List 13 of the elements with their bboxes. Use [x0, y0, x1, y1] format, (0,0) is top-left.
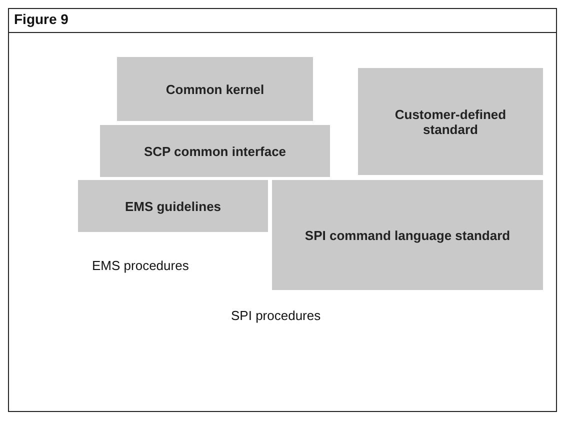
- layer-block: [117, 57, 313, 121]
- region-label: SPI procedures: [231, 308, 321, 323]
- block-label: Customer-defined standard: [394, 106, 508, 136]
- block-label: SCP common interface: [144, 144, 286, 158]
- block-label: Common kernel: [166, 82, 264, 96]
- region-label: EMS procedures: [92, 258, 189, 273]
- layer-block: [100, 125, 330, 177]
- block-label: EMS guidelines: [124, 198, 222, 214]
- figure-title: Figure 9: [14, 11, 68, 27]
- layer-block: [358, 68, 543, 175]
- layer-block: [78, 180, 268, 232]
- layer-block: [272, 180, 543, 290]
- block-label: SPI command language standard: [304, 228, 510, 242]
